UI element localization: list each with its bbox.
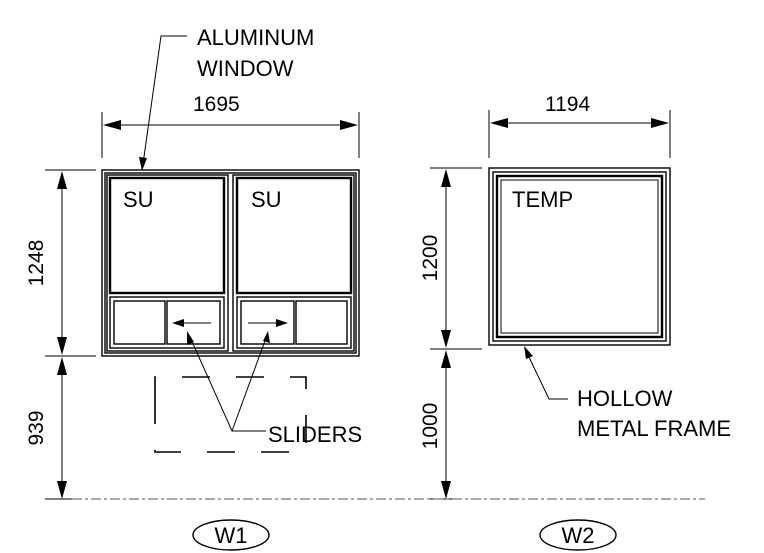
w2-tag: W2	[539, 519, 617, 551]
w1-left-fixed-pane	[108, 176, 226, 295]
w1-left-unit	[106, 174, 229, 352]
w1-frame-inner	[104, 172, 357, 354]
w2-glass-inner	[500, 179, 659, 334]
w2-outer-frame	[488, 167, 671, 346]
w2-pane-label: TEMP	[512, 187, 573, 212]
w2-sill-label: 1000	[419, 403, 442, 450]
w1-right-slider-moving	[240, 300, 295, 345]
w2-glass-pane	[495, 174, 664, 339]
aluminum-window-label-line1: ALUMINUM	[197, 25, 314, 50]
w1-left-pane-label: SU	[123, 187, 154, 212]
w2-tag-ellipse	[539, 519, 617, 551]
window-w1: SU SU	[101, 169, 360, 453]
w1-right-unit	[232, 174, 355, 352]
w1-right-slide-arrowhead	[276, 319, 288, 327]
w1-width-dimension	[101, 112, 360, 158]
w1-height-label: 1248	[25, 240, 48, 287]
w1-outer-frame	[101, 169, 360, 357]
w1-dashed-outline	[154, 376, 307, 453]
w1-right-slider-frame	[236, 296, 352, 349]
w1-tag-ellipse	[192, 519, 270, 551]
w1-right-slider-fixed	[295, 300, 348, 345]
w2-width-label: 1194	[545, 93, 590, 116]
sliders-leader-right-arrowhead	[263, 331, 270, 343]
aluminum-window-leader-arrowhead	[139, 157, 147, 171]
w2-height-label: 1200	[419, 235, 442, 282]
w1-sill-dimension	[45, 357, 72, 500]
w1-left-slider-frame	[109, 296, 225, 349]
w2-frame-inner	[492, 171, 667, 342]
hollow-frame-label-line2: METAL FRAME	[577, 416, 731, 441]
w1-width-label: 1695	[193, 93, 240, 116]
w1-left-slider-fixed	[113, 300, 166, 345]
w2-height-dimension	[430, 167, 482, 350]
sliders-leader-left-arrowhead	[187, 331, 194, 345]
w2-width-dimension	[488, 110, 671, 158]
w1-tag-label: W1	[215, 523, 248, 548]
w1-right-pane-label: SU	[251, 187, 282, 212]
aluminum-window-leader	[142, 35, 187, 165]
hollow-frame-label-line1: HOLLOW	[577, 386, 673, 411]
w1-tag: W1	[192, 519, 270, 551]
w2-tag-label: W2	[562, 523, 595, 548]
sliders-label: SLIDERS	[268, 422, 362, 447]
hollow-frame-leader	[527, 354, 568, 400]
sliders-leader-right	[231, 337, 267, 432]
window-w2: TEMP	[488, 167, 671, 346]
w1-right-fixed-pane	[235, 176, 353, 295]
w1-sill-label: 939	[25, 410, 48, 445]
w1-left-slide-arrowhead	[172, 319, 184, 327]
aluminum-window-label-line2: WINDOW	[197, 56, 294, 81]
hollow-frame-leader-arrowhead	[524, 346, 533, 359]
w1-height-dimension	[45, 169, 96, 357]
